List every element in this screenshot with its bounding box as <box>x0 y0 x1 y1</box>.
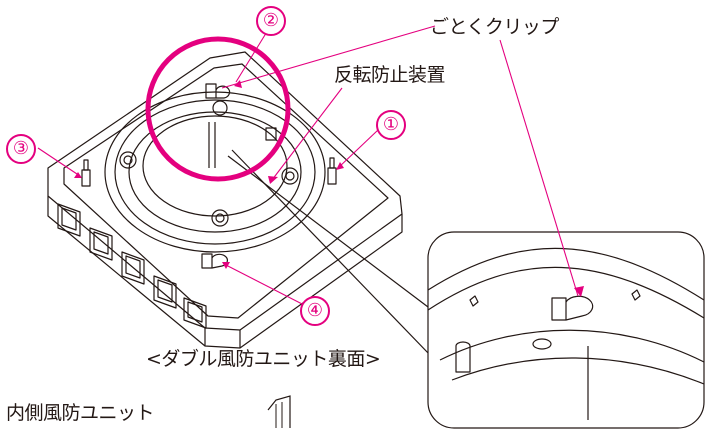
gotoku-clip-label: ごとくクリップ <box>430 16 559 38</box>
callout-3: ③ <box>6 134 36 164</box>
leader-2 <box>235 29 269 83</box>
center-rings <box>104 91 326 253</box>
anti-rotation-label: 反転防止装置 <box>334 64 446 86</box>
leader-3 <box>37 147 81 177</box>
inner-unit-label: 内側風防ユニット <box>6 402 155 424</box>
leader-anti-rotation <box>271 87 343 181</box>
leader-1 <box>337 129 379 169</box>
callout-1: ① <box>376 110 406 140</box>
callout-2: ② <box>256 6 286 36</box>
callout-4: ④ <box>300 296 330 326</box>
vent-slots <box>57 203 207 329</box>
tray-outline <box>47 51 403 331</box>
highlight-circle <box>145 36 291 182</box>
leader-4 <box>223 263 307 307</box>
leader-clip-main <box>221 25 436 89</box>
leader-clip-zoom <box>499 39 579 297</box>
caption-label: <ダブル風防ユニット裏面> <box>146 348 381 370</box>
